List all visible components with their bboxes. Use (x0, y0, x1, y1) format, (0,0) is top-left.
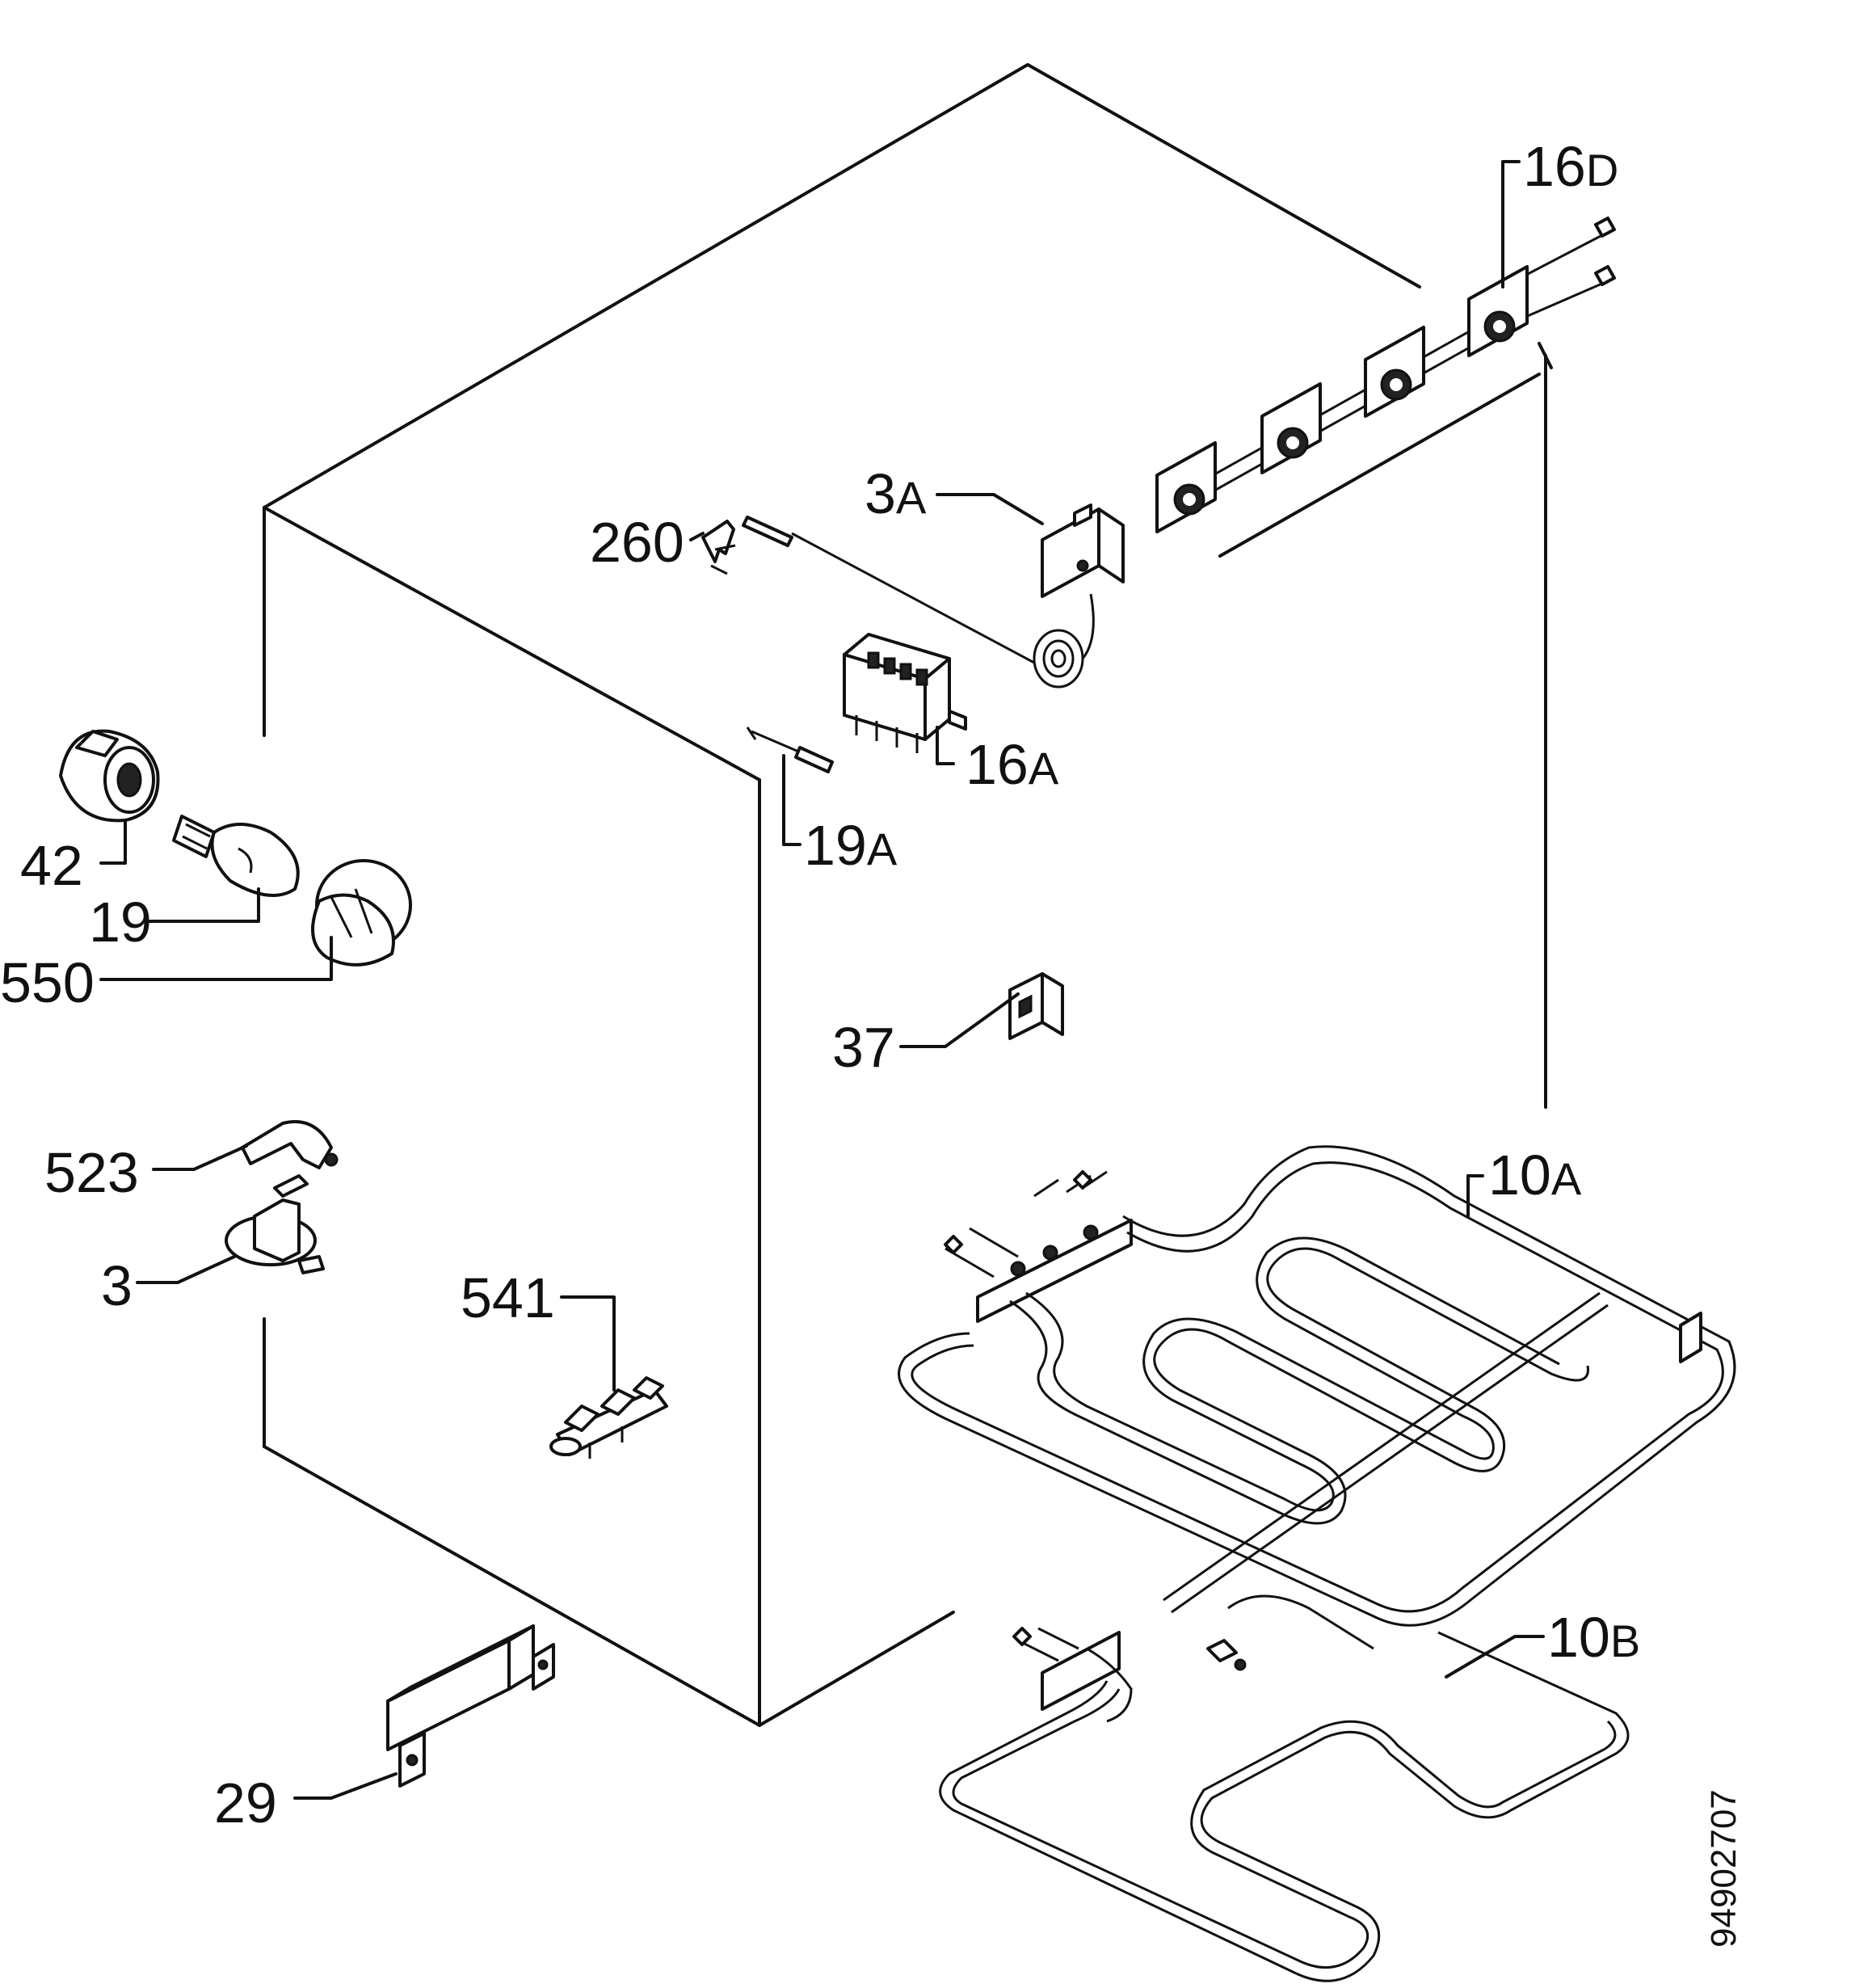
thermostat-3 (225, 1174, 325, 1274)
sensor-19a (746, 727, 834, 773)
label-16a: 16A (966, 733, 1059, 796)
thermostat-3a (742, 503, 1125, 689)
switch-37 (1008, 972, 1064, 1040)
oven-cabinet-outline (263, 63, 1553, 1727)
relay-box-29 (386, 1624, 555, 1788)
label-42: 42 (20, 834, 83, 897)
label-29: 29 (214, 1771, 277, 1834)
leader-lines (99, 160, 1545, 1800)
clip-260 (701, 520, 736, 575)
terminal-block-541 (549, 1376, 668, 1459)
label-10a: 10A (1488, 1144, 1582, 1207)
label-16d: 16D (1523, 135, 1618, 198)
lamp-cover-550 (311, 859, 412, 967)
label-3a: 3A (865, 462, 927, 525)
label-10b: 10B (1547, 1606, 1640, 1669)
switch-unit-2 (1260, 382, 1322, 474)
label-260: 260 (590, 511, 684, 574)
label-3: 3 (101, 1254, 133, 1317)
lamp-holder-42 (59, 729, 160, 823)
label-523: 523 (44, 1141, 139, 1204)
switch-unit-1 (1155, 441, 1217, 533)
label-541: 541 (461, 1266, 555, 1329)
switch-unit-4 (1467, 265, 1529, 357)
switch-unit-3 (1364, 326, 1425, 418)
lamp-bulb-19 (172, 815, 300, 897)
heating-element-10b (939, 1594, 1630, 1982)
drawing-number: 94902707 (1704, 1789, 1744, 1948)
heating-element-10a (898, 1145, 1736, 1627)
selector-switch-16a (843, 633, 967, 753)
burner-switch-rail (1155, 217, 1616, 533)
label-37: 37 (832, 1016, 895, 1079)
part-labels: 16D 3A 260 16A 19A 42 19 550 37 523 3 10… (0, 135, 1640, 1834)
label-19a: 19A (804, 814, 898, 877)
label-19: 19 (89, 891, 152, 954)
label-550: 550 (0, 951, 95, 1014)
bracket-523 (241, 1120, 339, 1169)
